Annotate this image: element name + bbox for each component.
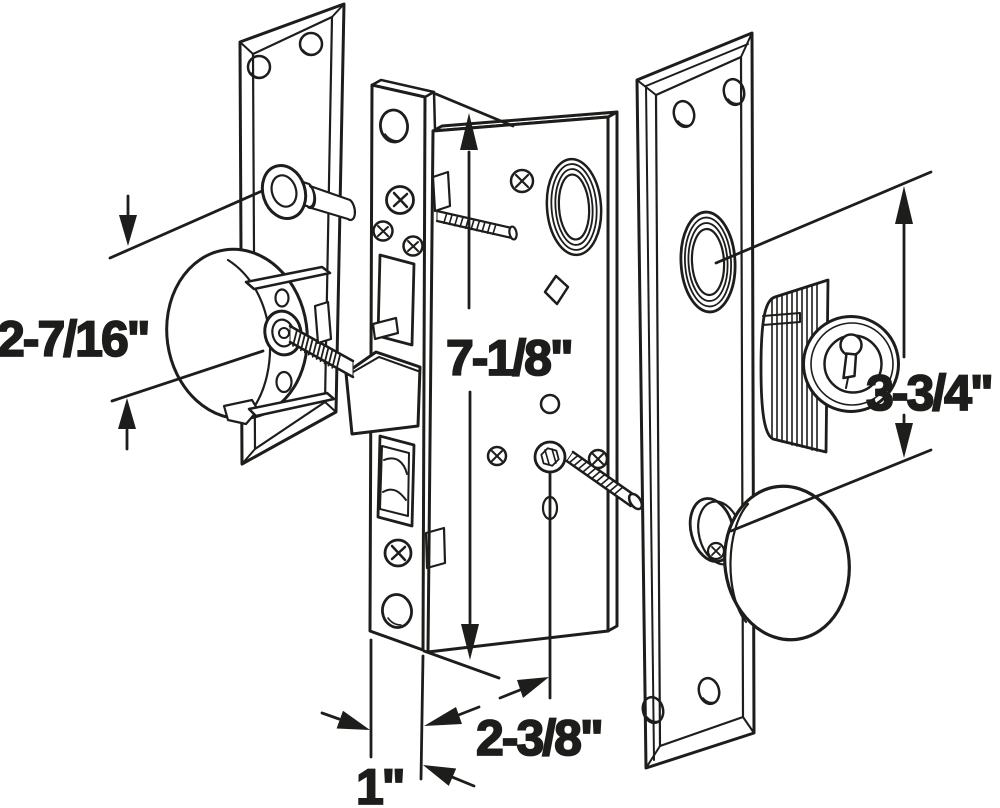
faceplate-screw xyxy=(402,235,424,257)
faceplate-screw xyxy=(372,220,394,242)
extension-line xyxy=(419,654,425,781)
dimension-arrow xyxy=(895,186,913,458)
faceplate-hole xyxy=(381,593,413,629)
dimension-label-lock-height: 7-1/8" xyxy=(446,330,572,386)
dimension-label-cylinder-to-knob: 3-3/4" xyxy=(866,365,992,421)
mounting-screw-upper xyxy=(431,170,518,241)
leader-line xyxy=(434,92,515,128)
deadbolt-opening xyxy=(376,434,416,528)
dimension-labels: 2-7/16" 7-1/8" 3-3/4" 2-3/8" 1" xyxy=(0,310,995,808)
cylinder-hole xyxy=(679,210,737,314)
keyhole xyxy=(839,333,863,389)
dimension-arrow xyxy=(118,194,137,451)
faceplate-hole xyxy=(379,108,409,144)
thumbturn xyxy=(260,164,357,222)
faceplate-screw xyxy=(385,185,415,215)
leader-line xyxy=(714,170,933,265)
exterior-escutcheon-plate xyxy=(635,31,756,770)
edge-notch xyxy=(424,526,447,570)
dimension-arrow xyxy=(424,677,549,726)
latch-bolt xyxy=(344,350,422,436)
spindle-bracket xyxy=(313,300,333,345)
screw-hole xyxy=(697,676,721,706)
dimension-label-faceplate-width: 1" xyxy=(356,759,404,808)
mortise-lock-body xyxy=(424,110,644,654)
screw-hole xyxy=(672,99,696,129)
case-screw xyxy=(587,448,609,470)
body-hole xyxy=(539,393,561,415)
dimension-lines xyxy=(108,92,933,788)
screw-hole xyxy=(722,77,746,107)
leader-line xyxy=(108,189,264,260)
leader-line xyxy=(110,349,265,403)
dimension-arrow xyxy=(460,113,479,660)
screw-hole xyxy=(641,695,665,725)
dimension-label-left-backset: 2-7/16" xyxy=(0,311,148,367)
mounting-post-upper xyxy=(244,265,332,308)
dimension-label-backset: 2-3/8" xyxy=(476,710,602,766)
mortise-cylinder xyxy=(759,278,900,454)
leader-line xyxy=(729,448,933,533)
spindle-bracket xyxy=(371,316,400,341)
cylinder-opening xyxy=(545,157,603,257)
interior-knob xyxy=(165,247,309,421)
threaded-spindle xyxy=(288,300,400,379)
cylinder-groove xyxy=(762,312,801,326)
case-screw xyxy=(509,168,535,194)
faceplate-screw xyxy=(383,538,413,568)
case-screw xyxy=(486,445,508,467)
mounting-screw-lower xyxy=(565,450,644,511)
mounting-post-lower xyxy=(222,370,336,426)
exterior-knob xyxy=(688,484,851,642)
spindle-square-hole xyxy=(543,274,570,306)
leader-line xyxy=(422,649,501,680)
knob-set-screw xyxy=(706,541,726,561)
dimension-arrow xyxy=(320,710,476,788)
